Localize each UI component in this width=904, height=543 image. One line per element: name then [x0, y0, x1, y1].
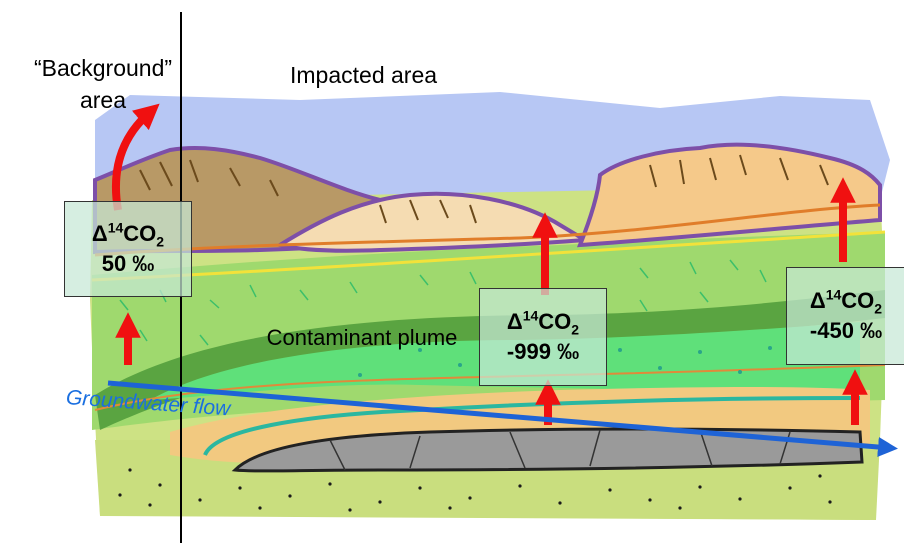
co2-formula: Δ14CO2	[506, 307, 580, 338]
gravel-dots	[118, 468, 832, 512]
co2-value: -450 ‰	[809, 318, 883, 343]
co2-value: 50 ‰	[101, 251, 155, 276]
co2-value: -999 ‰	[506, 339, 580, 364]
flux-arrow-background-surface	[112, 103, 160, 211]
teal-line	[203, 396, 861, 456]
hill-hatching	[139, 154, 829, 224]
hill-right	[576, 142, 882, 248]
co2-flux-arrows	[112, 103, 868, 425]
soil-orange-line	[94, 203, 881, 257]
co2-box-downgradient: Δ14CO2 -450 ‰	[786, 267, 904, 365]
co2-box-background: Δ14CO2 50 ‰	[64, 201, 192, 297]
groundwater-flow-arrow	[107, 380, 898, 457]
background-area-label: “Background” area	[33, 55, 173, 113]
aquifer-dashes	[119, 259, 767, 346]
impacted-area-label: Impacted area	[290, 62, 438, 88]
dark-seam	[95, 290, 885, 430]
contaminant-plume-label: Contaminant plume	[266, 325, 458, 350]
bedrock-cracks	[329, 429, 791, 471]
co2-formula: Δ14CO2	[91, 219, 165, 250]
co2-formula: Δ14CO2	[809, 286, 883, 317]
co2-box-plume: Δ14CO2 -999 ‰	[479, 288, 607, 386]
bedrock	[231, 427, 864, 473]
plume-dots	[358, 346, 772, 377]
